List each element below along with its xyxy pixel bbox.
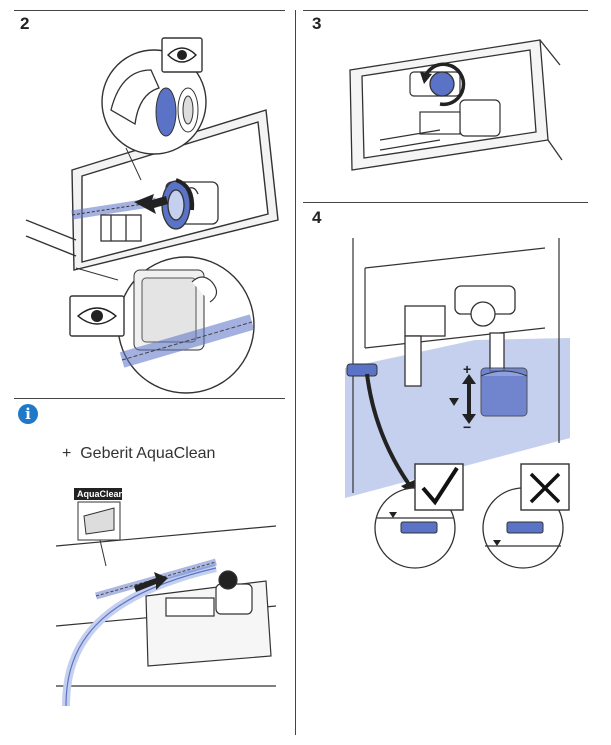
checkmark-icon [414,463,464,511]
step-number-4: 4 [312,208,322,227]
flush-frame [349,39,563,171]
product-badge: AquaClean [74,488,124,567]
eye-icon-bottom [69,295,125,337]
eye-icon-top [161,37,203,73]
step4-rule [303,202,588,203]
updown-arrow [462,374,476,424]
top-rule-left [14,10,285,11]
aquaclean-illustration: AquaClean [55,488,277,707]
step3-illustration [349,39,563,171]
fill-valve [404,285,516,387]
push-arrow [134,572,168,592]
plus-label: + [463,361,471,377]
product-name: Geberit AquaClean [80,445,216,462]
info-icon: i [18,404,38,424]
cross-icon [520,463,570,511]
top-rule-right [303,10,588,11]
level-mark [346,363,378,377]
column-divider [295,10,296,735]
minus-label: − [463,419,471,435]
rotate-arrow [422,62,466,107]
callout-top [101,49,207,181]
rotate-knob [429,71,455,97]
info-rule [14,398,285,399]
water-marker [449,398,459,406]
step4-illustration: + − [345,238,570,569]
step2-illustration [25,37,279,394]
float [480,367,528,417]
curved-arrow [365,373,415,492]
rotate-arrowhead [420,72,432,84]
rotate-arrow [175,178,195,211]
step-number-2: 2 [20,14,30,33]
product-label: AquaClean [77,489,124,499]
step-number-3: 3 [312,14,322,33]
fill-valve [165,570,253,617]
plus-sign: + [62,445,72,462]
info-caption: + Geberit AquaClean [62,445,215,463]
push-arrow [134,194,168,214]
